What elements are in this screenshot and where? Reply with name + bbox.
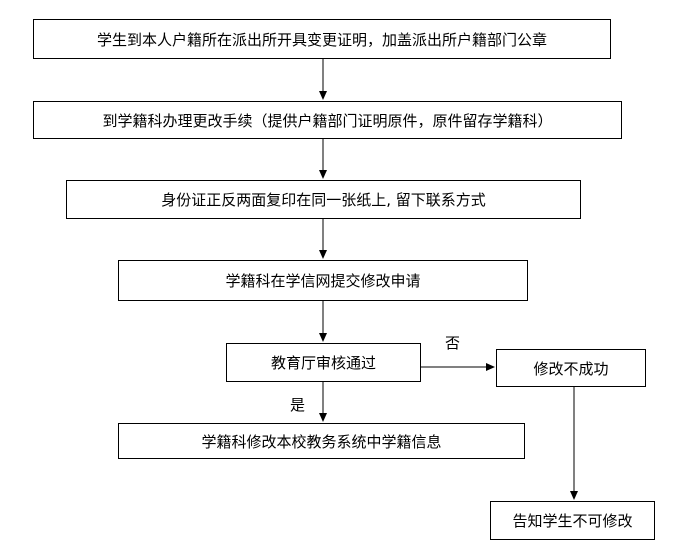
step-update-school-system: 学籍科修改本校教务系统中学籍信息	[118, 423, 525, 459]
step-notify-student: 告知学生不可修改	[490, 501, 655, 540]
step-issue-change-certificate: 学生到本人户籍所在派出所开具变更证明，加盖派出所户籍部门公章	[33, 19, 611, 59]
step-online-application: 学籍科在学信网提交修改申请	[118, 260, 528, 301]
step-text: 教育厅审核通过	[270, 354, 376, 372]
step-text: 学生到本人户籍所在派出所开具变更证明，加盖派出所户籍部门公章	[96, 30, 547, 49]
step-text: 告知学生不可修改	[512, 512, 633, 530]
branch-label-no: 否	[445, 334, 461, 352]
step-submit-to-registry-office: 到学籍科办理更改手续（提供户籍部门证明原件，原件留存学籍科）	[33, 101, 622, 139]
step-text: 学籍科在学信网提交修改申请	[225, 272, 421, 290]
step-text: 身份证正反两面复印在同一张纸上, 留下联系方式	[161, 191, 486, 209]
step-copy-id-card: 身份证正反两面复印在同一张纸上, 留下联系方式	[66, 180, 581, 219]
step-text: 到学籍科办理更改手续（提供户籍部门证明原件，原件留存学籍科）	[102, 111, 553, 130]
step-education-dept-review: 教育厅审核通过	[226, 343, 421, 382]
branch-label-yes: 是	[290, 396, 306, 414]
step-modification-failed: 修改不成功	[496, 349, 646, 387]
step-text: 学籍科修改本校教务系统中学籍信息	[201, 432, 442, 451]
step-text: 修改不成功	[533, 359, 609, 378]
